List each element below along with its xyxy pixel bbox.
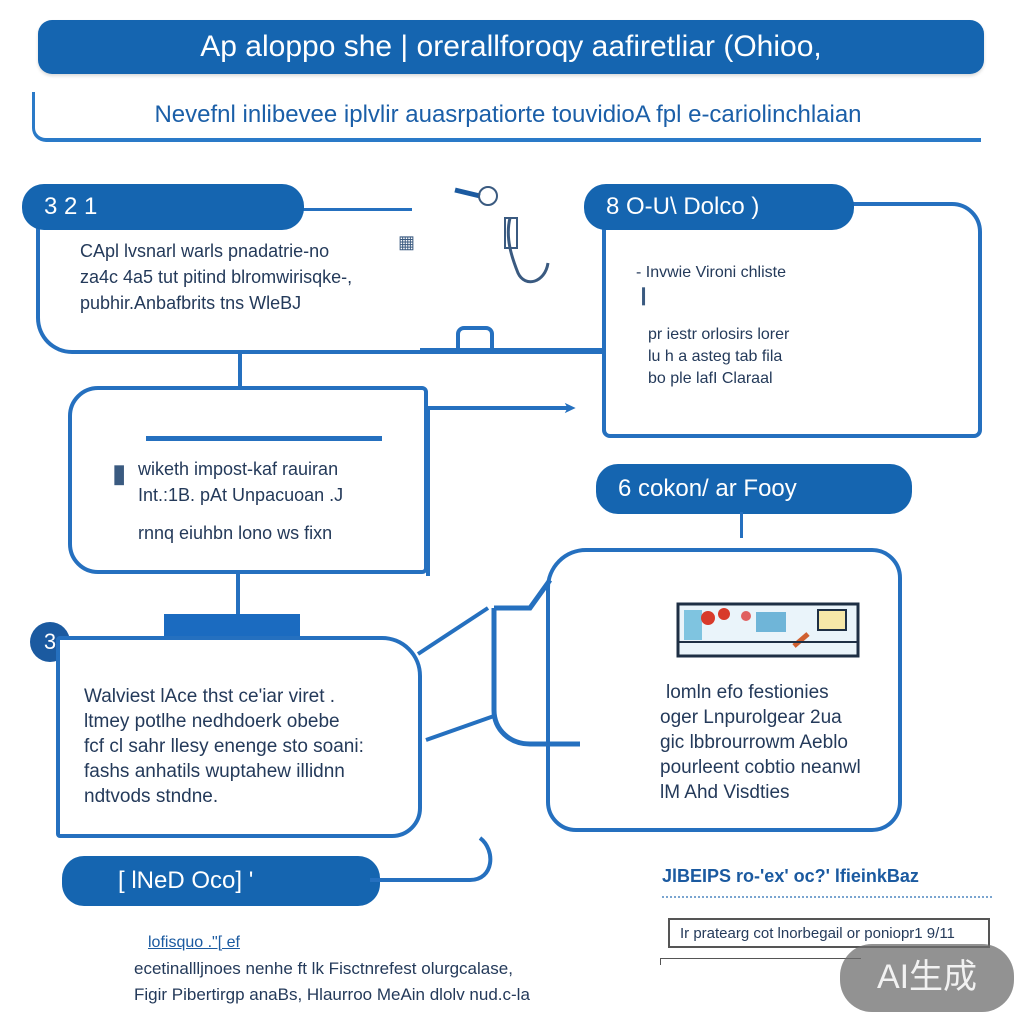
clip-connector <box>456 326 494 352</box>
side-panel-input[interactable]: Ir pratearg cot lnorbegail or poniopr1 9… <box>668 918 990 948</box>
text-line: CApl lvsnarl warls pnadatrie-no <box>80 241 330 261</box>
diagram-title: Ap aloppo she | orerallforoqy aafiretlia… <box>38 20 984 74</box>
side-panel-dots <box>662 896 992 898</box>
text-line: Int.:1B. pAt Unpacuoan .J <box>138 485 344 505</box>
node-4-box <box>546 548 902 832</box>
text-line: fcf cl sahr llesy enenge sto soani: <box>84 736 364 757</box>
text-line: ecetinallljnoes nenhe ft lk Fisctnrefest… <box>134 959 513 978</box>
text-line: pourleent cobtio neanwl <box>660 757 861 778</box>
text-line: Figir Pibertirgp anaBs, Hlaurroo MeAin d… <box>134 985 530 1004</box>
connector-line <box>428 406 568 410</box>
text-line: rnnq eiuhbn lono ws fixn <box>138 523 333 543</box>
text-line: pr iestr orlosirs lorer <box>648 326 790 343</box>
workspace-illustration-icon <box>676 602 860 658</box>
text-line: Walviest lAce thst ce'iar viret . <box>84 686 336 707</box>
text-line: bo ple lafI Claraal <box>648 370 773 387</box>
ai-generated-badge: AI生成 <box>840 944 1014 1012</box>
glyph-icon: ▦ <box>398 232 416 252</box>
text-line: ndtvods stndne. <box>84 786 219 807</box>
node-2-box <box>602 202 982 438</box>
node-4-label: 6 cokon/ ar Fooy <box>596 464 912 514</box>
text-line: lM Ahd Visdties <box>660 782 790 803</box>
text-line: pubhir.Anbafbrits tns WleBJ <box>80 293 302 313</box>
text-line: ltmey potlhe nedhdoerk obebe <box>84 711 340 732</box>
text-line: fashs anhatils wuptahew illidnn <box>84 761 345 782</box>
side-panel-heading: JlBEIPS ro-'ex' oc?' lfieinkBaz <box>662 866 919 886</box>
text-line: lu h a asteg tab fila <box>648 348 783 365</box>
text-line: oger Lnpurolgear 2ua <box>660 707 842 728</box>
spacer: ❙ <box>636 284 936 324</box>
text-line: wiketh impost-kaf rauiran <box>138 459 339 479</box>
arrow-icon: ➤ <box>563 400 577 417</box>
connector-line <box>146 436 382 441</box>
side-panel-border <box>660 958 861 965</box>
footer-heading: lofisquo ."[ ef <box>148 934 240 951</box>
bar-icon: ❙ <box>636 285 652 305</box>
node-2-label: 8 O-U\ Dolco ) <box>584 184 854 230</box>
footer-text: ecetinallljnoes nenhe ft lk Fisctnrefest… <box>134 956 674 1008</box>
text-line: lomln efo festionies <box>666 682 829 703</box>
node-1-text: CApl lvsnarl warls pnadatrie-no za4c 4a5… <box>80 238 420 316</box>
connector-line <box>238 352 242 388</box>
node-3-text: wiketh impost-kaf rauiran Int.:1B. pAt U… <box>138 456 418 546</box>
node-5-box <box>56 636 422 838</box>
text-line: za4c 4a5 tut pitind blromwirisqke-, <box>80 267 353 287</box>
text-line: gic lbbrourrowm Aeblo <box>660 732 848 753</box>
connector-line <box>420 348 610 352</box>
node-6-label: [ lNeD Oco] ' <box>62 856 380 906</box>
node-2-text: - Invwie Vironi chliste ❙ pr iestr orlos… <box>636 262 936 390</box>
connector-line <box>740 512 743 538</box>
hook-illustration-icon <box>454 186 550 284</box>
diagram-subtitle: Nevefnl inlibevee iplvlir auasrpatiorte … <box>32 92 981 142</box>
connector-curve <box>370 836 493 882</box>
text-line: - Invwie Vironi chliste <box>636 264 786 281</box>
bridge-connector <box>416 580 580 747</box>
node-4-text: lomln efo festionies oger Lnpurolgear 2u… <box>660 680 900 805</box>
connector-line <box>426 406 430 576</box>
node-1-label: 3 2 1 <box>22 184 304 230</box>
node-5-text: Walviest lAce thst ce'iar viret . ltmey … <box>84 684 424 809</box>
bar-icon: ▮ <box>112 458 127 488</box>
connector-line <box>236 574 240 616</box>
connector-line <box>300 208 412 211</box>
